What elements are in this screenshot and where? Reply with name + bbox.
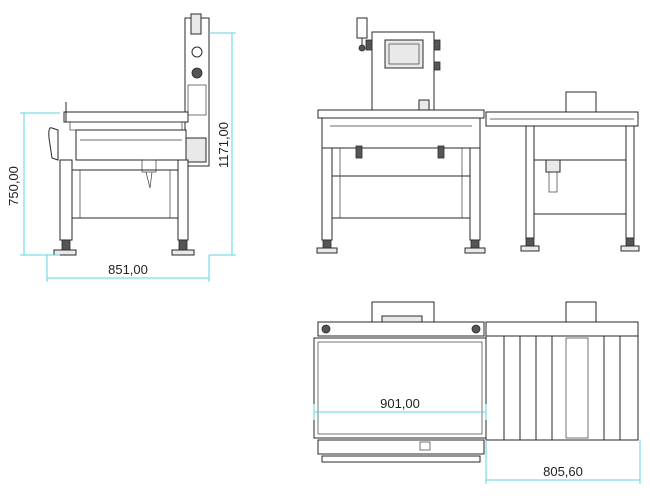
top-lower-clamp [419,441,431,451]
top-outfeed-bed [485,335,639,441]
side-switch-icon [191,67,203,79]
front-view [316,17,640,254]
side-panel [187,84,207,116]
front-outfeed-leg-2 [625,125,635,239]
dim-top-outfeed-length: 805,60 [543,464,583,479]
top-reject-unit [565,301,597,323]
front-regulator [545,159,561,173]
front-bracket-left [365,39,373,51]
front-button-icon [433,61,441,71]
side-pad-right [171,249,195,256]
side-handle [48,127,59,161]
side-belt [69,121,183,131]
side-body [75,129,187,161]
side-leg-right [177,159,189,241]
side-dimensions [20,32,236,282]
side-valve-nozzle [145,171,153,189]
front-bracket-right [433,39,441,51]
front-outfeed-foot-2 [625,237,635,247]
front-reject-unit [565,91,597,113]
top-roller-icon-1 [321,324,331,334]
front-infeed-belt [317,109,485,119]
side-pad-left [53,249,77,256]
side-valve [141,159,157,173]
front-foot-1 [322,239,332,249]
top-upper-rail [317,321,485,337]
top-roller-icon-2 [471,324,481,334]
dim-top-length: 901,00 [380,396,420,411]
top-lower-rail [317,439,485,455]
top-pusher [565,337,589,439]
side-leg-left [59,159,73,241]
front-clamp-right [437,145,445,159]
front-foot-2 [470,239,480,249]
front-outfeed-pad-2 [620,245,640,252]
front-infeed-body [321,117,481,149]
front-touchscreen [384,39,424,69]
front-screen-inner [388,43,420,65]
front-outfeed-foot-1 [525,237,535,247]
dim-side-width: 851,00 [108,262,148,277]
front-leg-2 [469,147,481,241]
side-knob-icon [191,46,203,58]
top-main-belt [313,337,487,439]
dim-side-total-height: 1171,00 [216,122,231,168]
side-view [48,13,210,256]
front-outfeed-body [527,125,633,161]
top-view [313,301,639,463]
front-beacon-base-icon [358,44,366,52]
top-main-belt-inner [317,341,483,435]
front-filter [548,171,558,193]
front-pad-1 [316,247,338,254]
side-conveyor-top [63,111,189,123]
front-pad-2 [464,247,486,254]
side-motor [185,137,207,163]
top-outfeed-rail [485,321,639,337]
front-outfeed-pad-1 [520,245,540,252]
top-base [321,455,481,463]
dim-side-height: 750,00 [6,166,21,206]
front-clamp-left [355,145,363,159]
front-beacon [356,17,368,39]
front-outfeed-leg-1 [525,125,535,239]
side-foot-left [61,239,71,251]
top-dimensions [313,404,641,484]
side-beacon [190,13,202,35]
side-foot-right [178,239,188,251]
front-leg-1 [321,147,333,241]
